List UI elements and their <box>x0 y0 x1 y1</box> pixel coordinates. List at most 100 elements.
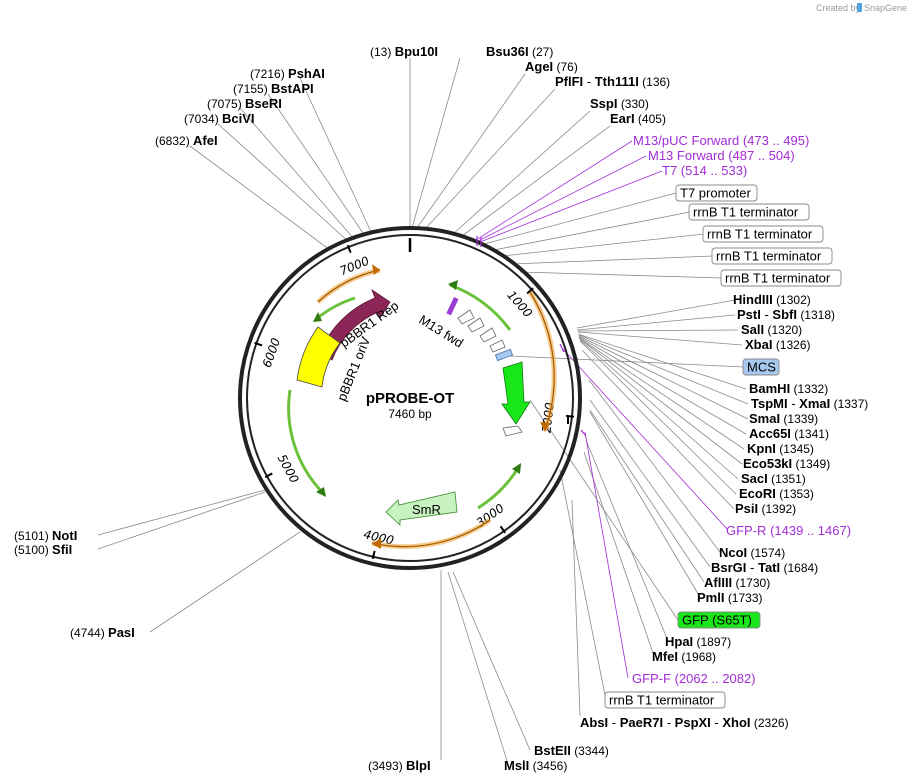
credit-brand: SnapGene <box>864 3 907 13</box>
enzyme-name: TspMI <box>751 396 788 411</box>
tick-mark <box>526 287 534 295</box>
enzyme-name: PsiI <box>735 501 758 516</box>
feature-box-label: MCS <box>747 360 776 375</box>
enzyme-name: BamHI <box>749 381 790 396</box>
site-label: (7155) BstAPI <box>233 81 314 96</box>
mcs-block <box>494 348 514 362</box>
snapgene-logo-icon <box>857 3 862 12</box>
tick-mark <box>254 341 263 347</box>
leader-rrnb3 <box>511 255 714 265</box>
site-label: SacI (1351) <box>741 471 806 486</box>
site-label: XbaI (1326) <box>745 337 811 352</box>
site-position: - <box>746 560 758 575</box>
site-label: KpnI (1345) <box>747 441 814 456</box>
green-arc-left <box>287 389 327 497</box>
feature-box-label: rrnB T1 terminator <box>707 227 813 242</box>
restriction-sites: (13) Bpu10I (7216) PshAI(7155) BstAPI(707… <box>14 44 868 773</box>
site-position: - <box>761 307 773 322</box>
site-position: (7034) <box>184 112 219 126</box>
site-position: (1733) <box>728 591 763 605</box>
site-label: (13) Bpu10I <box>370 44 438 59</box>
leader-hindiii <box>576 299 736 329</box>
leader-bsrgi <box>589 399 711 568</box>
site-label: (7216) PshAI <box>250 66 325 81</box>
tick-mark <box>565 414 575 418</box>
leader-pmli <box>589 411 701 598</box>
feature-box <box>742 358 780 376</box>
plasmid-name: pPROBE-OT <box>366 390 454 407</box>
site-label: (3493) BlpI <box>368 758 431 773</box>
enzyme-name: Bsu36I <box>486 44 529 59</box>
site-label: MslI (3456) <box>504 758 567 773</box>
primer-label: GFP-R (1439 .. 1467) <box>726 523 851 538</box>
leader-bstapi <box>267 93 366 237</box>
primer-mark-4 <box>580 429 587 437</box>
leader-bsteii <box>452 571 531 751</box>
feature-box <box>720 269 842 287</box>
leader-acc65i <box>578 336 747 435</box>
primer-label: T7 (514 .. 533) <box>662 163 747 178</box>
site-position: (1968) <box>681 650 716 664</box>
site-position: - <box>583 74 595 89</box>
site-position: (13) <box>370 45 391 59</box>
enzyme-name: PaeR7I <box>620 715 663 730</box>
feature-box-label: rrnB T1 terminator <box>693 205 799 220</box>
rrnb-arc-bottom-head <box>372 538 381 549</box>
site-label: Bsu36I (27) <box>486 44 553 59</box>
leader-t7promoter <box>483 192 677 245</box>
leader-saci <box>579 339 739 480</box>
enzyme-name: PmlI <box>697 590 724 605</box>
site-position: (27) <box>532 45 553 59</box>
enzyme-name: PasI <box>108 625 135 640</box>
site-label: Acc65I (1341) <box>749 426 829 441</box>
enzyme-name: BstAPI <box>271 81 314 96</box>
site-label: BamHI (1332) <box>749 381 828 396</box>
site-label: SspI (330) <box>590 96 649 111</box>
site-label: (7075) BseRI <box>207 96 282 111</box>
site-position: (3456) <box>533 759 568 773</box>
enzyme-name: AbsI <box>580 715 608 730</box>
site-position: (1332) <box>794 382 829 396</box>
snapgene-credit: Created by SnapGene <box>816 3 907 13</box>
site-position: (7216) <box>250 67 285 81</box>
enzyme-name: PflFI <box>555 74 583 89</box>
leader-pflfi <box>424 88 556 230</box>
site-position: - <box>788 396 800 411</box>
green-arc-right-head <box>512 463 521 474</box>
enzyme-name: SalI <box>741 322 764 337</box>
gfp-arrow <box>501 361 531 425</box>
site-label: (4744) PasI <box>70 625 135 640</box>
leader-agei <box>416 73 526 229</box>
enzyme-name: Tth111I <box>595 74 639 89</box>
leader-sfii <box>97 491 266 550</box>
enzyme-name: Bpu10I <box>395 44 438 59</box>
leader-msli <box>447 571 509 765</box>
small-arrow-2 <box>467 317 485 333</box>
tick-label: 4000 <box>362 527 395 548</box>
leader-eco53ki <box>579 338 743 465</box>
small-arrow-1 <box>457 309 475 325</box>
leader-rrnb4 <box>519 271 723 279</box>
credit-text: Created by <box>816 3 861 13</box>
enzyme-name: XbaI <box>745 337 772 352</box>
enzyme-name: EarI <box>610 111 635 126</box>
feature-box <box>604 691 726 709</box>
enzyme-name: AflIII <box>704 575 732 590</box>
site-position: (1345) <box>779 442 814 456</box>
site-position: (136) <box>642 75 670 89</box>
feature-box-label: T7 promoter <box>680 186 751 201</box>
site-label: (6832) AfeI <box>155 133 218 148</box>
enzyme-name: BseRI <box>245 96 282 111</box>
leader-xbai <box>577 331 743 346</box>
site-label: TspMI - XmaI (1337) <box>751 396 868 411</box>
leader-tspmi <box>578 334 749 405</box>
site-label: BstEII (3344) <box>534 743 609 758</box>
enzyme-name: BsrGI <box>711 560 746 575</box>
tick-mark <box>371 550 376 559</box>
site-position: (4744) <box>70 626 105 640</box>
site-position: (7155) <box>233 82 268 96</box>
primer-name: M13 Forward <box>648 148 725 163</box>
site-label: BsrGI - TatI (1684) <box>711 560 818 575</box>
leader-hpai <box>585 439 669 642</box>
